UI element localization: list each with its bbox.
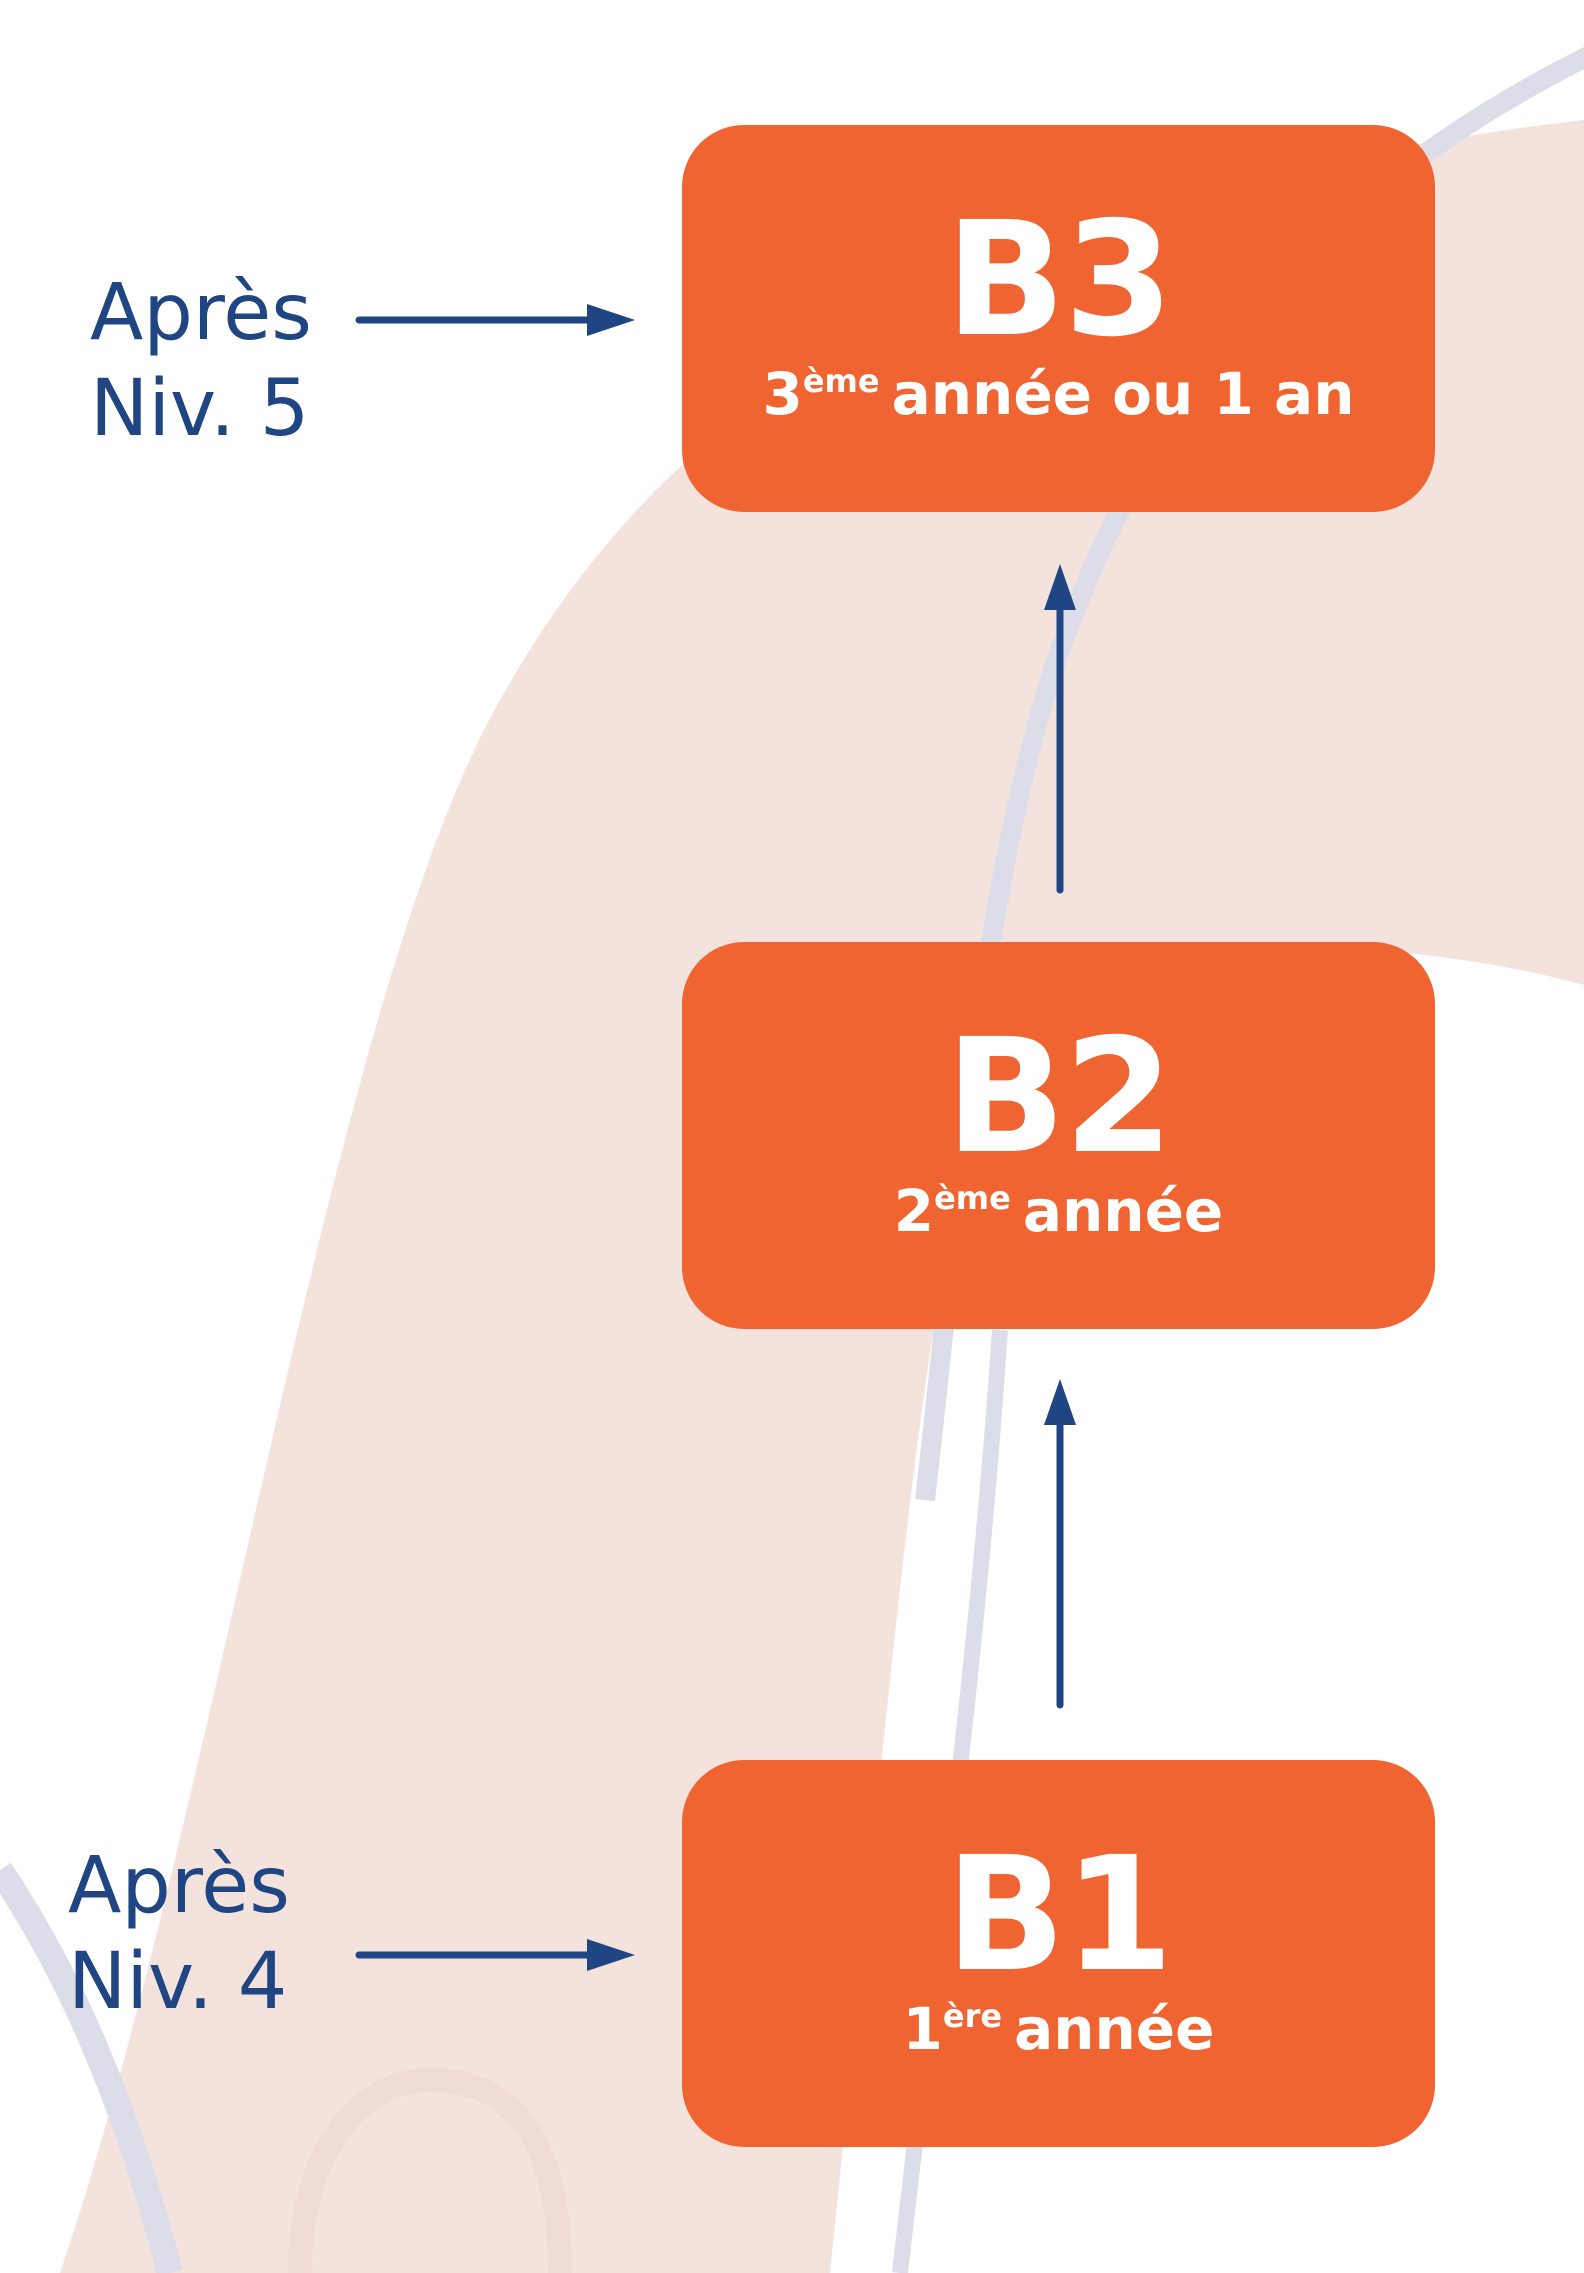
arrow-up-icon	[1044, 564, 1076, 894]
node-b2-subtitle-text: année	[1022, 1176, 1224, 1245]
node-b2-ordinal: 2	[893, 1176, 935, 1245]
node-b1-ordinal-suffix: ère	[942, 1996, 1003, 2035]
node-b2-code: B2	[945, 1004, 1173, 1189]
node-b3-subtitle-text: année ou 1 an	[891, 359, 1355, 428]
grey-arc-left	[0, 1862, 183, 2273]
entry-label-niv5-line2: Niv. 5	[90, 364, 310, 454]
node-b2-ordinal-suffix: ème	[934, 1178, 1011, 1217]
arrow-up-icon	[1044, 1379, 1076, 1709]
node-b1-subtitle-text: année	[1014, 1994, 1215, 2063]
entry-label-niv4: Après Niv. 4	[68, 1838, 290, 2030]
node-b1-code: B1	[945, 1822, 1173, 2007]
node-b3-ordinal-suffix: ème	[802, 361, 880, 400]
entry-label-niv5: Après Niv. 5	[90, 265, 312, 457]
entry-label-niv4-line1: Après	[68, 1841, 290, 1931]
entry-label-niv5-line1: Après	[90, 268, 312, 358]
arrow-right-icon	[355, 1939, 635, 1971]
faint-circle-bottom	[288, 2067, 572, 2273]
arrow-right-icon	[355, 304, 635, 336]
node-b3-ordinal: 3	[762, 359, 803, 428]
node-b3-code: B3	[945, 187, 1173, 372]
entry-label-niv4-line2: Niv. 4	[68, 1937, 288, 2027]
node-b1-ordinal: 1	[902, 1994, 943, 2063]
